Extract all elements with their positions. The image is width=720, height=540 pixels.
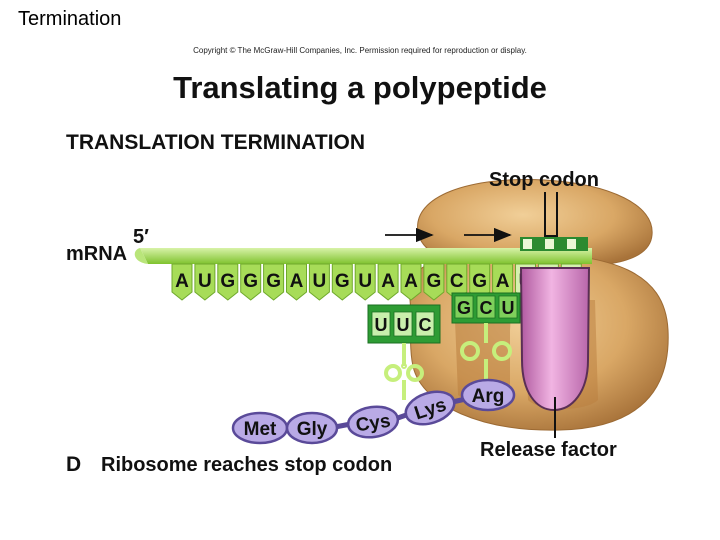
copyright-notice: Copyright © The McGraw-Hill Companies, I…	[193, 46, 527, 55]
amino-acid-label: Met	[244, 419, 277, 440]
mrna-base: G	[220, 271, 235, 292]
mrna-base: U	[358, 271, 372, 292]
figure-title: Translating a polypeptide	[173, 70, 547, 105]
mrna-backbone	[140, 248, 592, 264]
stop-codon-box	[520, 192, 588, 251]
mrna-base: A	[290, 271, 304, 292]
anticodon-base: G	[457, 298, 471, 318]
mrna-base-tab	[171, 263, 193, 301]
mrna-base: A	[381, 271, 395, 292]
mrna-label: mRNA	[66, 243, 127, 265]
amino-acid: Arg	[460, 378, 516, 412]
mrna-base-tab	[377, 263, 399, 301]
stop-codon-pointer	[544, 192, 558, 237]
five-prime-label: 5′	[133, 226, 149, 248]
mrna-base: A	[496, 271, 510, 292]
mrna-base: G	[427, 271, 442, 292]
mrna-base: C	[450, 271, 464, 292]
amino-acid-label: Arg	[472, 386, 505, 407]
mrna-base-tab	[240, 263, 262, 301]
amino-acid-label: Gly	[297, 419, 328, 440]
anticodon-tab	[393, 311, 413, 337]
panel-caption: Ribosome reaches stop codon	[101, 454, 392, 476]
mrna-base-tab	[400, 263, 422, 301]
mrna-base: G	[335, 271, 350, 292]
mrna-base-tab	[423, 263, 445, 301]
panel-letter: D	[66, 453, 81, 476]
amino-acid: Gly	[285, 411, 339, 445]
anticodon-base: C	[419, 315, 432, 335]
polypeptide-chain: Met Gly Cys Lys Arg	[231, 378, 516, 445]
mrna-base-tab	[194, 263, 216, 301]
mrna-base-tab	[354, 263, 376, 301]
anticodon-tab	[415, 311, 435, 337]
amino-acid: Met	[231, 411, 289, 445]
anticodon-base: U	[397, 315, 410, 335]
anticodon-base: C	[480, 298, 493, 318]
mrna-base: A	[175, 271, 189, 292]
mrna-base: A	[404, 271, 418, 292]
section-heading: TRANSLATION TERMINATION	[66, 131, 366, 154]
amino-acid-label: Cys	[354, 411, 391, 437]
anticodon-base: U	[502, 298, 515, 318]
mrna-base: U	[313, 271, 327, 292]
anticodon-tab	[476, 295, 496, 319]
amino-acid: Lys	[404, 390, 456, 426]
mrna-base-tab	[331, 263, 353, 301]
anticodon-base: U	[375, 315, 388, 335]
anticodon-tab	[371, 311, 391, 337]
mrna-base-tab	[286, 263, 307, 301]
amino-acid: Cys	[346, 405, 400, 439]
stop-codon-label: Stop codon	[489, 169, 599, 191]
anticodon-tab	[454, 295, 474, 319]
mrna-base-tab	[217, 263, 239, 301]
mrna-base-tabs	[171, 263, 582, 301]
anticodon-tab	[498, 295, 518, 319]
mrna-base-tab	[308, 263, 330, 301]
mrna-base: G	[266, 271, 281, 292]
mrna-base-tab	[263, 263, 285, 301]
mrna-base: U	[198, 271, 212, 292]
mrna-base: G	[243, 271, 258, 292]
release-factor-label: Release factor	[480, 439, 617, 461]
mrna-base: G	[472, 271, 487, 292]
release-factor	[519, 267, 591, 438]
slide-title: Termination	[18, 8, 122, 30]
